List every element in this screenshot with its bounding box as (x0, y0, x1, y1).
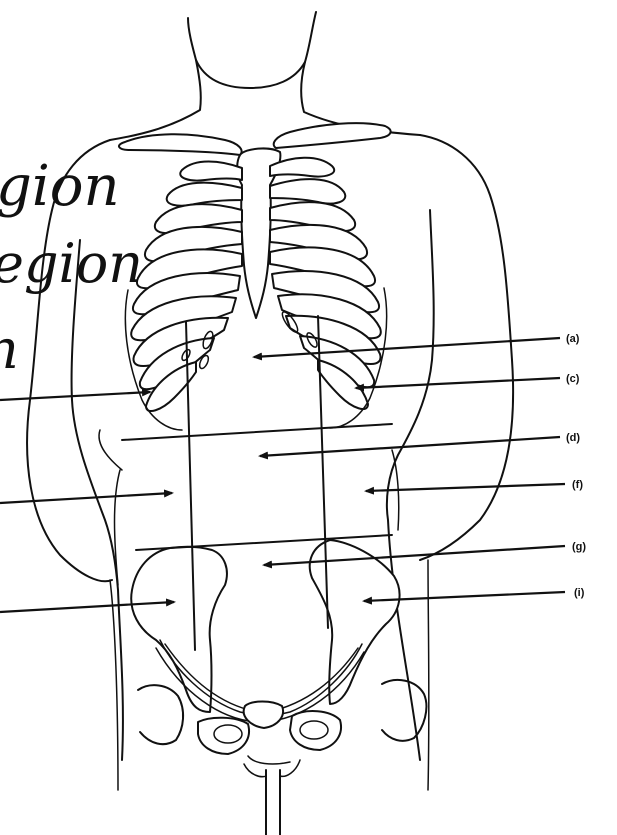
arrow-d (260, 437, 560, 456)
right-pointer-arrows (254, 338, 565, 601)
label-i: (i) (574, 587, 585, 599)
arrow-c (356, 378, 560, 388)
arrow-a (254, 338, 560, 357)
arrow-g (264, 546, 565, 565)
arrow-left-2 (0, 493, 172, 503)
horizontal-subcostal-line (122, 424, 392, 440)
handwritten-word-2: egion (0, 232, 143, 295)
pelvis (131, 540, 426, 835)
handwritten-word-3: n (0, 318, 19, 381)
arrow-f (366, 484, 565, 491)
label-a: (a) (566, 333, 580, 345)
label-c: (c) (566, 373, 580, 385)
head-neck-outline (110, 12, 420, 140)
region-labels: (a) (c) (d) (f) (g) (i) (566, 333, 586, 599)
label-d: (d) (566, 432, 580, 444)
arrow-left-1 (0, 392, 150, 400)
label-f: (f) (572, 479, 583, 491)
label-g: (g) (572, 541, 586, 553)
rib-cage-left (125, 162, 242, 431)
